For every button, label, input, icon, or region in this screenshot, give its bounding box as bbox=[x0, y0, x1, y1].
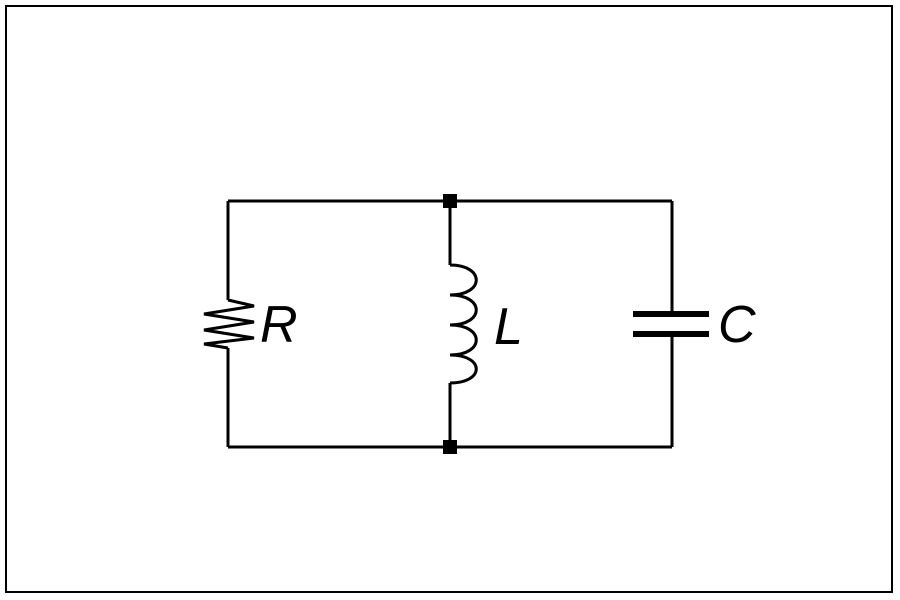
inductor-symbol bbox=[449, 263, 478, 385]
resistor-symbol bbox=[203, 298, 255, 350]
resistor-label: R bbox=[260, 296, 298, 354]
capacitor-label: C bbox=[718, 296, 756, 354]
junction-node-top bbox=[443, 194, 457, 208]
junction-node-bottom bbox=[443, 440, 457, 454]
diagram-frame bbox=[5, 5, 893, 593]
inductor-label: L bbox=[494, 298, 523, 356]
